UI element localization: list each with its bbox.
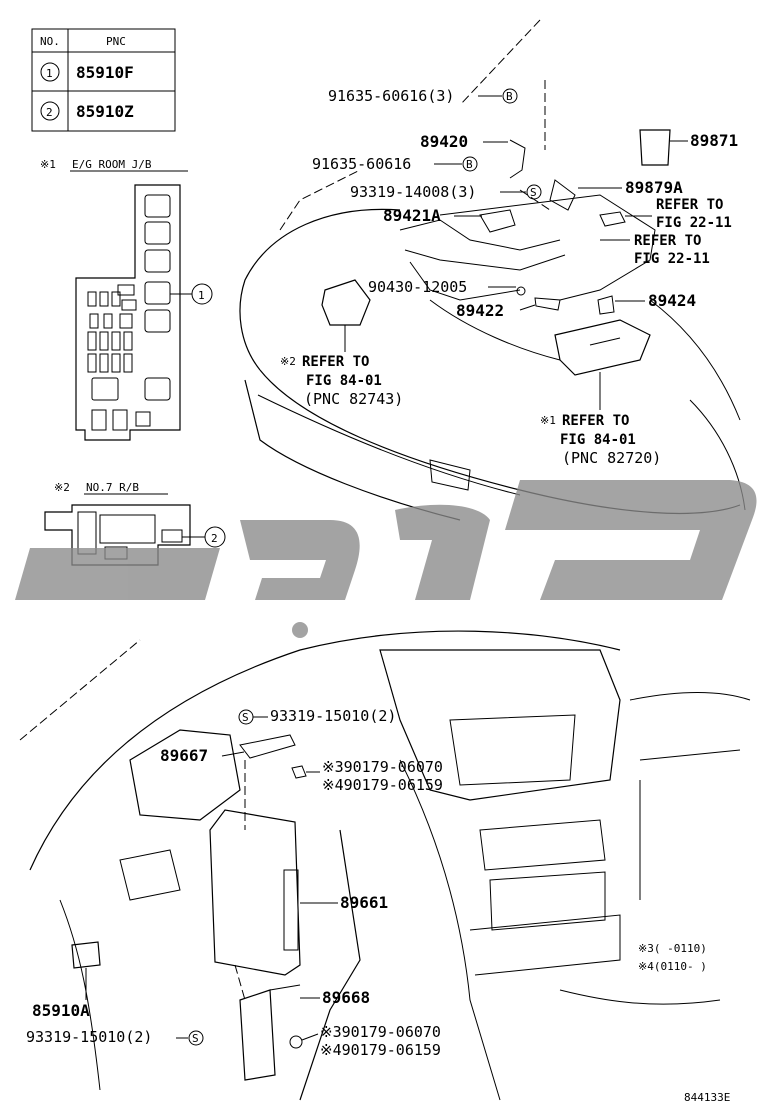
no7-relay-block: ※2 NO.7 R/B 2 xyxy=(44,481,226,566)
refer2-line3: (PNC 82743) xyxy=(304,390,403,408)
label-90179-06070-a: ※390179-06070 xyxy=(322,758,443,776)
cabin-labels: S 93319-15010(2) 89667 ※390179-06070 ※49… xyxy=(26,707,730,1104)
marker-b-top-label: B xyxy=(506,90,513,103)
label-85910a: 85910A xyxy=(32,1001,90,1020)
label-89422: 89422 xyxy=(456,301,504,320)
jb1-mark: ※1 xyxy=(40,158,56,171)
refer1-line1: REFER TO xyxy=(562,413,629,429)
label-90179-06070-b: ※390179-06070 xyxy=(320,1023,441,1041)
label-89421a: 89421A xyxy=(383,206,441,225)
label-90179-06159-a: ※490179-06159 xyxy=(322,776,443,794)
refer2-line1: REFER TO xyxy=(302,354,369,370)
label-91635-60616-3: 91635-60616(3) xyxy=(328,87,454,105)
label-93319-15010-bottom: 93319-15010(2) xyxy=(26,1028,152,1046)
label-89667: 89667 xyxy=(160,746,208,765)
refer-b-line1: REFER TO xyxy=(634,233,701,249)
label-90430-12005: 90430-12005 xyxy=(368,278,467,296)
label-89879a: 89879A xyxy=(625,178,683,197)
table-row1-no: 1 xyxy=(46,67,53,80)
jb2-mark: ※2 xyxy=(54,481,70,494)
jb2-label: NO.7 R/B xyxy=(86,481,139,494)
pnc-table: NO. PNC 1 85910F 2 85910Z xyxy=(31,28,176,132)
table-header-no: NO. xyxy=(40,35,60,48)
jb2-callout-circle xyxy=(204,526,226,548)
note-3: ※3( -0110) xyxy=(638,942,707,955)
label-90179-06159-b: ※490179-06159 xyxy=(320,1041,441,1059)
table-row2-no: 2 xyxy=(46,106,53,119)
refer2-line2: FIG 84-01 xyxy=(306,373,382,389)
label-91635-60616: 91635-60616 xyxy=(312,155,411,173)
marker-s-engine xyxy=(526,184,542,200)
marker-s-engine-label: S xyxy=(530,186,537,199)
label-89420: 89420 xyxy=(420,132,468,151)
marker-b-mid xyxy=(462,156,478,172)
refer-a-line2: FIG 22-11 xyxy=(656,215,732,231)
engine-bay-illustration xyxy=(239,19,746,521)
cabin-illustration xyxy=(19,630,751,1101)
label-89661: 89661 xyxy=(340,893,388,912)
marker-s-cabin-bottom-label: S xyxy=(192,1032,199,1045)
refer-b-line2: FIG 22-11 xyxy=(634,251,710,267)
engine-bay-labels: 91635-60616(3) B 89420 89871 91635-60616… xyxy=(280,87,738,467)
marker-s-cabin-bottom xyxy=(188,1030,204,1046)
marker-b-mid-label: B xyxy=(466,158,473,171)
jb2-callout: 2 xyxy=(211,532,218,545)
jb1-label: E/G ROOM J/B xyxy=(72,158,152,171)
label-89871: 89871 xyxy=(690,131,738,150)
figure-id: 844133E xyxy=(684,1091,730,1104)
marker-s-cabin-top-label: S xyxy=(242,711,249,724)
refer1-line2: FIG 84-01 xyxy=(560,432,636,448)
jb1-callout: 1 xyxy=(198,289,205,302)
label-93319-15010-top: 93319-15010(2) xyxy=(270,707,396,725)
table-row1-pnc: 85910F xyxy=(76,63,134,82)
table-row2-pnc: 85910Z xyxy=(76,102,134,121)
watermark-logo xyxy=(15,480,757,638)
row1-number-circle xyxy=(40,62,60,82)
eg-room-junction-block: ※1 E/G ROOM J/B 1 xyxy=(40,158,213,441)
marker-b-top xyxy=(502,88,518,104)
jb1-callout-circle xyxy=(191,283,213,305)
label-93319-14008: 93319-14008(3) xyxy=(350,183,476,201)
refer2-mark: ※2 xyxy=(280,355,296,368)
row2-number-circle xyxy=(40,101,60,121)
refer1-line3: (PNC 82720) xyxy=(562,449,661,467)
refer-a-line1: REFER TO xyxy=(656,197,723,213)
label-89424: 89424 xyxy=(648,291,696,310)
label-89668: 89668 xyxy=(322,988,370,1007)
table-header-pnc: PNC xyxy=(106,35,126,48)
refer1-mark: ※1 xyxy=(540,414,556,427)
note-4: ※4(0110- ) xyxy=(638,960,707,973)
